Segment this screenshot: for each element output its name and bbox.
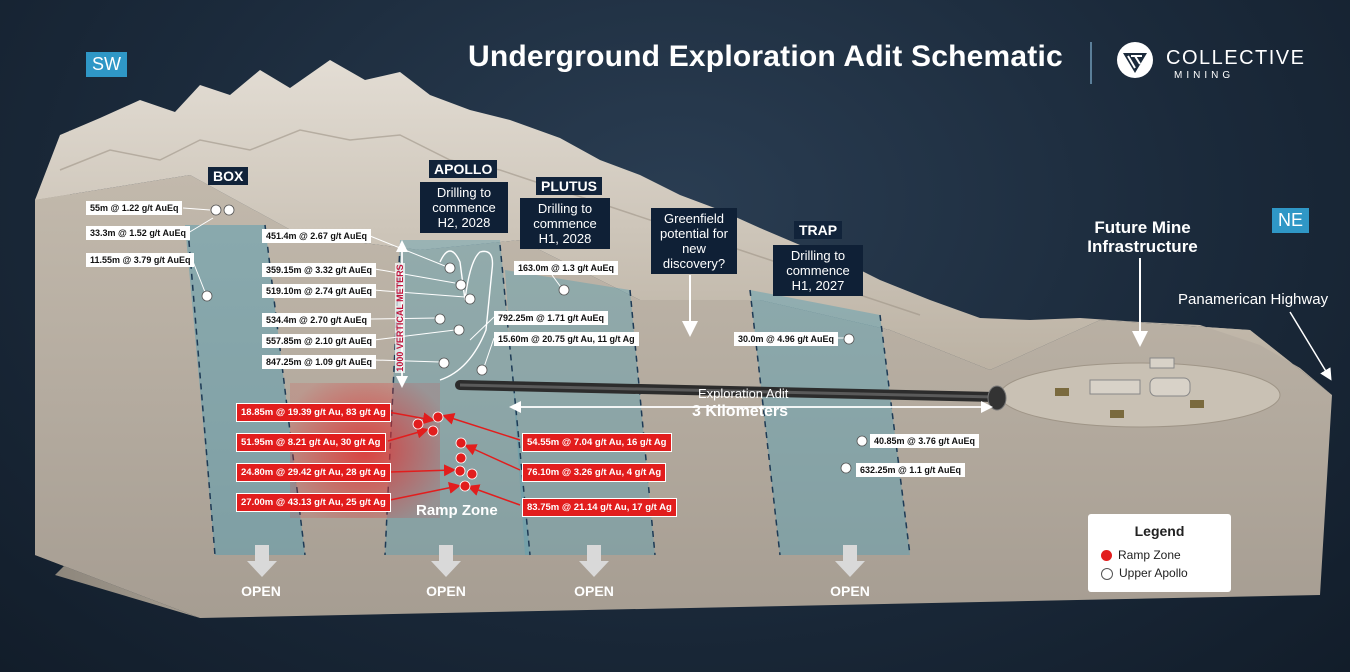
vertical-meters-label: 1000 VERTICAL METERS [395,263,405,373]
mine-platform [999,362,1281,428]
box-label: BOX [208,167,249,185]
legend-item-ramp-zone: Ramp Zone [1101,548,1181,562]
header-divider [1090,42,1092,84]
trap-zone [750,290,910,555]
intercept-label: 847.25m @ 1.09 g/t AuEq [262,355,376,369]
intercept-label: 15.60m @ 20.75 g/t Au, 11 g/t Ag [494,332,639,346]
intercept-label: 163.0m @ 1.3 g/t AuEq [514,261,618,275]
mine-truck [1110,410,1124,418]
intercept-label: 557.85m @ 2.10 g/t AuEq [262,334,376,348]
intercept-label: 792.25m @ 1.71 g/t AuEq [494,311,608,325]
trap-note: Drilling to commence H1, 2027 [773,245,863,296]
adit-highlight [459,383,996,399]
intercept-label: 55m @ 1.22 g/t AuEq [86,201,183,215]
adit-label: Exploration Adit [698,386,789,401]
ramp-zone-dots [412,411,478,492]
direction-sw: SW [86,52,127,77]
mine-truck [1190,400,1204,408]
plutus-note: Drilling to commence H1, 2028 [520,198,610,249]
ramp-zone-label: Ramp Zone [416,502,498,519]
page-title: Underground Exploration Adit Schematic [468,40,1063,73]
upper-apollo-dots [201,204,868,474]
mine-building [1149,357,1175,369]
adit-portal [987,385,1007,411]
ramp-intercept-label: 51.95m @ 8.21 g/t Au, 30 g/t Ag [236,433,386,452]
open-label: OPEN [830,583,870,599]
apollo-note: Drilling to commence H2, 2028 [420,182,508,233]
apollo-label: APOLLO [429,160,498,178]
legend-item-label: Ramp Zone [1118,548,1181,562]
intercept-label: 40.85m @ 3.76 g/t AuEq [870,434,979,448]
trap-label: TRAP [794,221,843,239]
intercept-label: 451.4m @ 2.67 g/t AuEq [262,229,371,243]
red-dot-icon [1101,550,1112,562]
ramp-intercept-label: 76.10m @ 3.26 g/t Au, 4 g/t Ag [522,463,667,482]
highway-arrow [1289,311,1332,381]
intercept-label: 33.3m @ 1.52 g/t AuEq [86,226,190,240]
direction-ne: NE [1272,208,1310,233]
plutus-label: PLUTUS [536,177,602,195]
open-arrows [247,545,865,577]
adit-length-label: 3 Kilometers [692,403,789,420]
brand-name: COLLECTIVE [1166,47,1306,69]
ramp-intercept-label: 24.80m @ 29.42 g/t Au, 28 g/t Ag [236,463,391,482]
ramp-intercept-label: 27.00m @ 43.13 g/t Au, 25 g/t Ag [236,493,391,512]
ramp-intercept-label: 83.75m @ 21.14 g/t Au, 17 g/t Ag [522,498,677,517]
open-label: OPEN [426,583,466,599]
mine-truck [1055,388,1069,396]
open-label: OPEN [241,583,281,599]
white-leaders [182,207,846,371]
open-label: OPEN [574,583,614,599]
intercept-label: 30.0m @ 4.96 g/t AuEq [734,332,838,346]
collective-logo-icon [1117,42,1153,78]
legend-item-upper-apollo: Upper Apollo [1101,566,1188,580]
intercept-label: 519.10m @ 2.74 g/t AuEq [262,284,376,298]
highway-label: Panamerican Highway [1178,291,1329,308]
greenfield-note: Greenfield potential for new discovery? [651,208,737,274]
white-dot-icon [1101,567,1113,580]
ramp-intercept-label: 18.85m @ 19.39 g/t Au, 83 g/t Ag [236,403,391,422]
intercept-label: 359.15m @ 3.32 g/t AuEq [262,263,376,277]
intercept-label: 11.55m @ 3.79 g/t AuEq [86,253,195,267]
legend-item-label: Upper Apollo [1119,566,1188,580]
mine-building [1149,377,1191,397]
apollo-outline [439,250,494,381]
brand-subname: MINING [1174,70,1235,81]
ramp-intercept-label: 54.55m @ 7.04 g/t Au, 16 g/t Ag [522,433,672,452]
future-mine-label: Future Mine Infrastructure [1087,218,1198,256]
mine-building [1089,379,1141,395]
red-leaders [387,411,521,506]
legend-title: Legend [1134,523,1185,539]
intercept-label: 534.4m @ 2.70 g/t AuEq [262,313,371,327]
legend-box: Legend Ramp Zone Upper Apollo [1088,514,1231,592]
intercept-label: 632.25m @ 1.1 g/t AuEq [856,463,965,477]
